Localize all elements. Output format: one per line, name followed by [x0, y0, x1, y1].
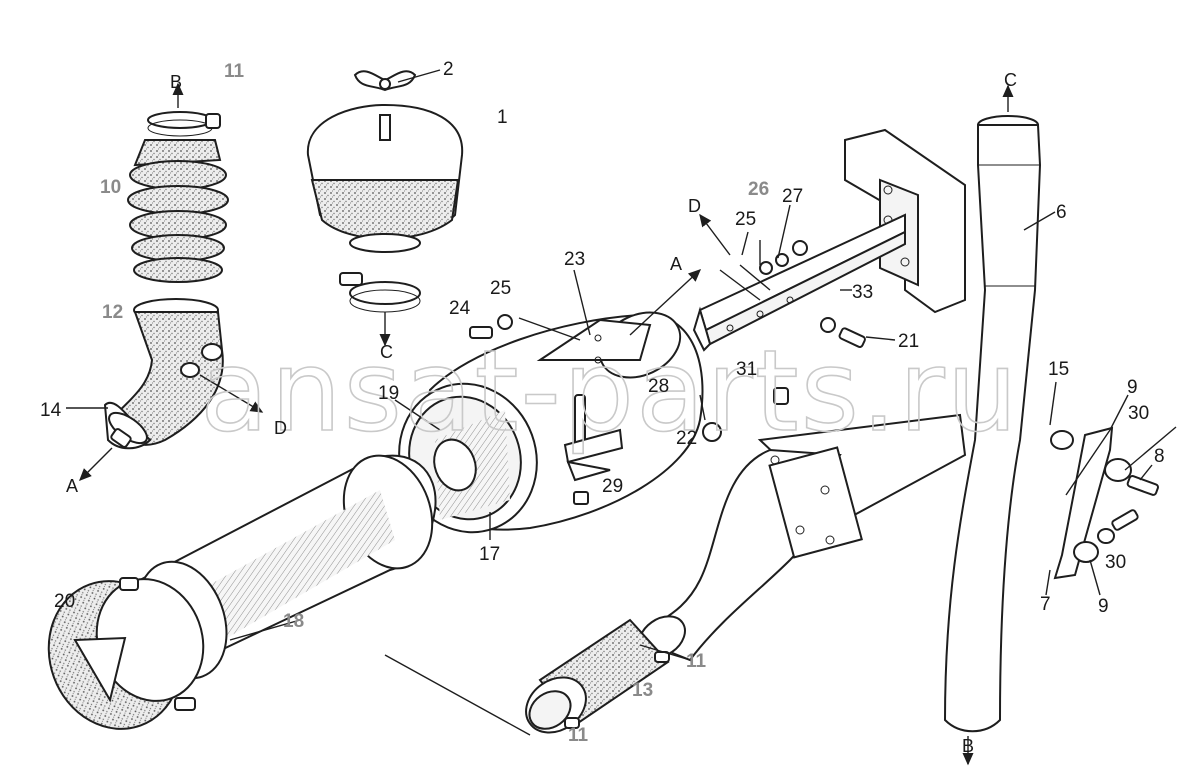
- label-part-14: 14: [40, 400, 62, 421]
- label-part-13: 13: [632, 680, 653, 701]
- dust-cap: [47, 577, 205, 730]
- label-part-8: 8: [1154, 446, 1165, 467]
- label-part-33: 33: [852, 282, 873, 303]
- label-part-19: 19: [378, 383, 399, 404]
- bellows-hose: [127, 82, 229, 283]
- label-part-9-lower: 9: [1098, 596, 1109, 617]
- label-part-17: 17: [479, 544, 500, 565]
- label-part-11-bottom: 11: [568, 725, 589, 746]
- hose-clamp-upper: [339, 272, 421, 347]
- watermark-text: ansat-parts.ru: [200, 327, 1020, 457]
- label-part-27: 27: [782, 186, 803, 207]
- fasteners: [469, 240, 866, 505]
- arrow-label-b-pipe: B: [962, 736, 974, 756]
- label-part-10: 10: [100, 177, 121, 198]
- intake-hose: [525, 615, 686, 734]
- label-part-25-left: 25: [490, 278, 511, 299]
- label-part-28: 28: [648, 376, 669, 397]
- arrow-label-b-top: B: [170, 72, 182, 92]
- label-part-9-upper: 9: [1127, 377, 1138, 398]
- label-part-12: 12: [102, 302, 123, 323]
- pipe-bracket: [1050, 426, 1159, 580]
- label-part-20: 20: [54, 591, 75, 612]
- elbow-hose: [66, 298, 264, 481]
- arrow-label-d-bracket: D: [688, 196, 701, 216]
- lower-rail: [638, 413, 967, 662]
- filter-cover: [306, 69, 464, 253]
- label-part-1: 1: [497, 107, 508, 128]
- arrow-label-a-elbow: A: [66, 476, 78, 496]
- label-part-11-mid: 11: [686, 651, 707, 672]
- label-part-18: 18: [283, 611, 304, 632]
- label-part-2: 2: [443, 59, 454, 80]
- arrow-label-d-elbow: D: [274, 418, 287, 438]
- label-part-24: 24: [449, 298, 471, 319]
- arrow-label-c-clamp: C: [380, 342, 393, 362]
- connection-letters: B C D A A D C B: [66, 70, 1017, 756]
- label-part-25-right: 25: [735, 209, 756, 230]
- label-part-11-top: 11: [224, 61, 245, 82]
- label-part-29: 29: [602, 476, 623, 497]
- label-part-31: 31: [736, 359, 757, 380]
- frame-bracket: [692, 128, 966, 352]
- arrow-label-a-housing: A: [670, 254, 682, 274]
- label-part-15: 15: [1048, 359, 1069, 380]
- label-part-30-upper: 30: [1128, 403, 1149, 424]
- label-part-6: 6: [1056, 202, 1067, 223]
- label-part-21: 21: [898, 331, 919, 352]
- part-labels: 1 2 6 7 8 9 9 10 11 11 11 12 13 14 15 17…: [40, 59, 1165, 746]
- label-part-30-lower: 30: [1105, 552, 1126, 573]
- label-part-23: 23: [564, 249, 585, 270]
- label-part-7: 7: [1040, 594, 1051, 615]
- label-part-26: 26: [748, 179, 769, 200]
- exhaust-pipe: [943, 84, 1042, 766]
- leader-lines: [229, 204, 1177, 736]
- arrow-label-c-pipe: C: [1004, 70, 1017, 90]
- label-part-22: 22: [676, 428, 697, 449]
